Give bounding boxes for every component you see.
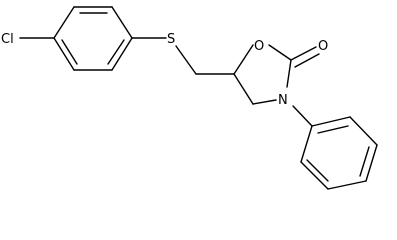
- structure-diagram: Cl S O O N: [0, 0, 397, 190]
- chlorophenyl-ring: [53, 6, 133, 71]
- n-phenyl-bond: [292, 105, 313, 127]
- s-ch2-bond: [175, 45, 197, 75]
- oxazolidinone-ring: [233, 44, 292, 105]
- molecule-canvas: Cl S O O N: [0, 0, 397, 190]
- carbonyl-oxygen-label: O: [318, 39, 328, 54]
- carbonyl-bond: [290, 46, 317, 61]
- ring-oxygen-label: O: [254, 39, 264, 54]
- chlorine-label: Cl: [1, 32, 14, 47]
- background: [0, 0, 397, 190]
- phenyl-ring: [300, 116, 378, 190]
- carbonyl-bond-2: [294, 53, 320, 68]
- nitrogen-label: N: [278, 93, 288, 108]
- sulfur-label: S: [167, 32, 175, 47]
